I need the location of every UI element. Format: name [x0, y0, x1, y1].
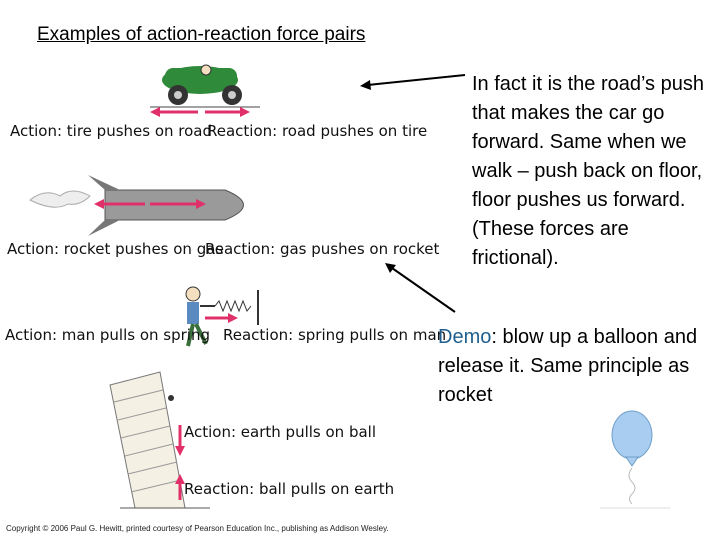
balloon-illustration — [600, 410, 670, 509]
demo-label: Demo — [438, 326, 492, 348]
tower-illustration — [109, 371, 210, 509]
demo-text: : blow up a balloon and release it. Same… — [438, 326, 698, 406]
rocket-force-arrows — [94, 199, 206, 209]
note-pointer-arrow — [360, 74, 466, 90]
action-label-tire: Action: tire pushes on road — [10, 122, 213, 140]
action-label-earth: Action: earth pulls on ball — [184, 423, 376, 441]
reaction-label-ball: Reaction: ball pulls on earth — [184, 480, 395, 498]
road-push-note: In fact it is the road’s push that makes… — [472, 73, 704, 269]
reaction-label-spring: Reaction: spring pulls on man — [223, 326, 447, 344]
demo-note: Demo: blow up a balloon and release it. … — [438, 323, 718, 410]
copyright-notice: Copyright © 2006 Paul G. Hewitt, printed… — [6, 524, 389, 533]
man-spring-illustration — [185, 286, 259, 347]
reaction-label-road: Reaction: road pushes on tire — [207, 122, 428, 140]
slide-title: Examples of action-reaction force pairs — [37, 24, 366, 45]
car-illustration — [150, 64, 260, 108]
action-label-man: Action: man pulls on spring — [5, 326, 210, 344]
spring-force-arrows — [205, 313, 238, 323]
gravity-force-arrows — [175, 425, 185, 500]
action-label-rocket: Action: rocket pushes on gas — [7, 240, 224, 258]
rocket-illustration — [29, 175, 244, 236]
rocket-pointer-arrow — [385, 263, 456, 313]
reaction-label-gas: Reaction: gas pushes on rocket — [205, 240, 440, 258]
car-force-arrows — [150, 107, 250, 117]
